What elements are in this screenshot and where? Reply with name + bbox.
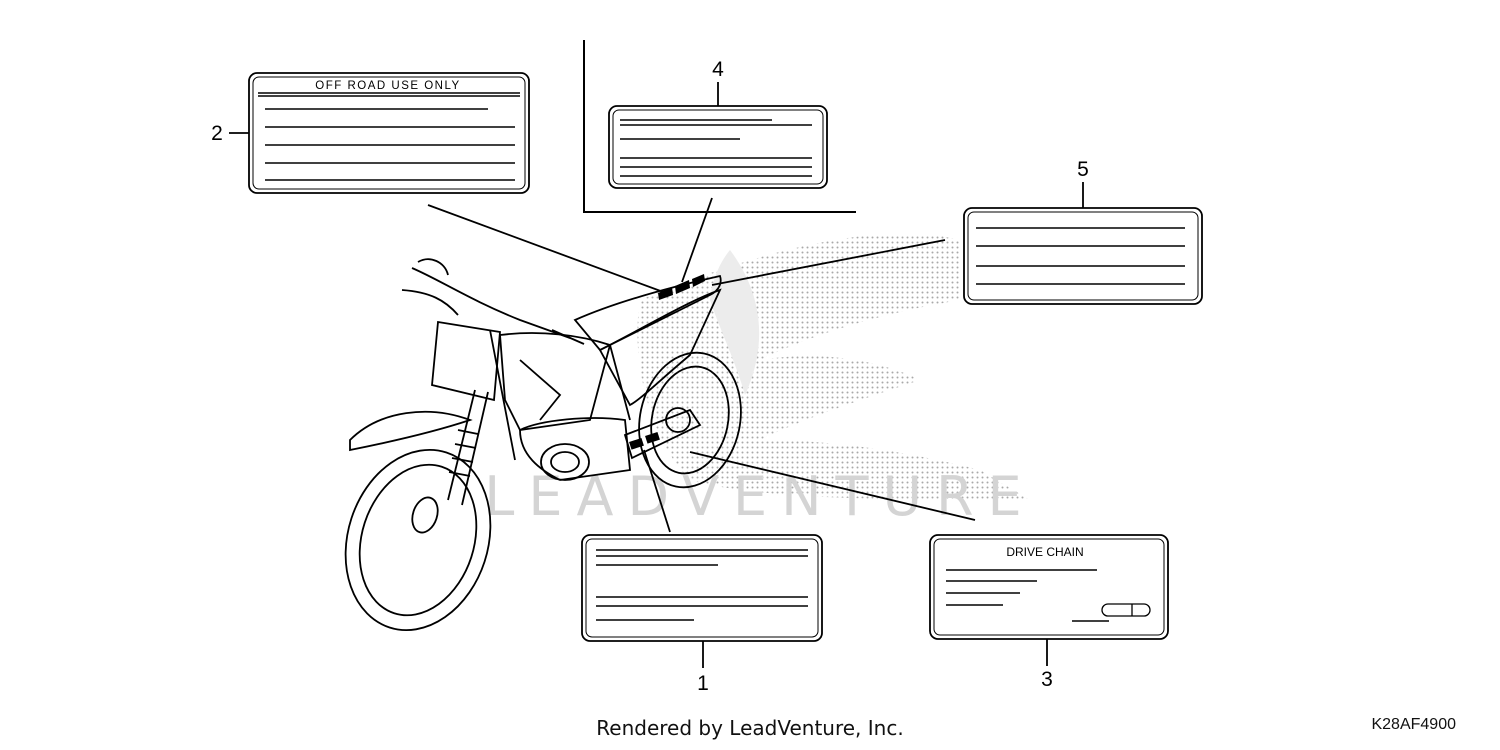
label-2-title: OFF ROAD USE ONLY — [315, 80, 460, 92]
chain-adjuster-icon — [1101, 603, 1151, 617]
label-3-drive-chain: DRIVE CHAIN — [929, 534, 1169, 640]
motorcycle-drawing — [344, 258, 742, 632]
callout-4: 4 — [712, 58, 724, 81]
callout-3: 3 — [1041, 668, 1053, 691]
watermark-logo: LEADVENTURE — [484, 233, 1035, 528]
diagram-code: K28AF4900 — [1371, 716, 1456, 733]
label-1 — [581, 534, 823, 642]
rendered-by-credit: Rendered by LeadVenture, Inc. — [596, 716, 904, 740]
callout-2: 2 — [211, 122, 223, 145]
label-3-title: DRIVE CHAIN — [1006, 545, 1083, 559]
watermark-text: LEADVENTURE — [484, 465, 1035, 528]
decal-markers — [629, 274, 705, 450]
callout-ticks — [229, 82, 1084, 668]
inset-bracket — [583, 40, 856, 213]
label-4 — [608, 105, 828, 189]
label-2-offroad: OFF ROAD USE ONLY — [248, 72, 530, 194]
callout-1: 1 — [697, 672, 709, 695]
callout-5: 5 — [1077, 158, 1089, 181]
label-5 — [963, 207, 1203, 305]
leader-lines — [427, 197, 976, 533]
